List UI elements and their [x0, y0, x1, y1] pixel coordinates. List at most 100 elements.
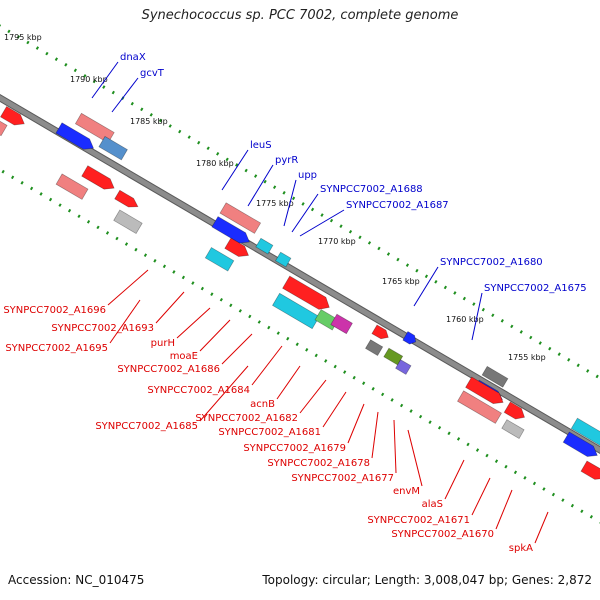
forward-gene-label: gcvT [140, 68, 165, 79]
forward-leader [291, 193, 319, 233]
reverse-gene-label: moaE [170, 351, 198, 362]
reverse-gene-label: SYNPCC7002_A1693 [51, 323, 154, 334]
reverse-leader [299, 379, 327, 414]
reverse-leader [199, 365, 249, 422]
reverse-gene-label: alaS [422, 499, 443, 510]
reverse-gene-label: SYNPCC7002_A1681 [218, 427, 321, 438]
reverse-gene-label: SYNPCC7002_A1678 [267, 458, 370, 469]
accession-text: Accession: NC_010475 [8, 573, 145, 587]
tick-label: 1780 kbp [196, 159, 234, 168]
tick-label: 1760 kbp [446, 315, 484, 324]
reverse-gene-label: envM [393, 486, 420, 497]
reverse-leader [495, 489, 513, 530]
reverse-gene-label: acnB [250, 399, 275, 410]
gene-block-21 [282, 275, 330, 310]
forward-leader [413, 266, 439, 307]
forward-leader [91, 61, 119, 99]
dotted-guide-lower [0, 168, 600, 524]
reverse-leader [107, 269, 149, 306]
tick-label: 1755 kbp [508, 353, 546, 362]
reverse-leader [109, 299, 141, 344]
gene-block-9 [481, 365, 509, 388]
gene-block-3 [55, 122, 95, 150]
reverse-leader [444, 459, 465, 500]
reverse-gene-label: SYNPCC7002_A1696 [3, 305, 106, 316]
gene-block-22 [272, 292, 320, 330]
map-title: Synechococcus sp. PCC 7002, complete gen… [141, 8, 459, 23]
reverse-leader [322, 391, 347, 428]
gene-block-33 [580, 460, 600, 480]
gene-block-31 [503, 401, 525, 420]
gene-block-7 [275, 251, 292, 268]
forward-leader [299, 209, 345, 237]
tick-label: 1795 kbp [4, 33, 42, 42]
reverse-leader [155, 291, 185, 324]
gene-block-11 [570, 417, 600, 446]
backbone [0, 95, 600, 453]
gene-block-26 [365, 339, 384, 356]
forward-leader [283, 179, 297, 227]
forward-leader [471, 292, 483, 341]
tick-label: 1790 kbp [70, 75, 108, 84]
gene-block-25 [371, 324, 389, 340]
gene-block-5 [211, 216, 250, 244]
gene-block-8 [402, 331, 417, 345]
tick-label: 1775 kbp [256, 199, 294, 208]
forward-gene-label: dnaX [120, 52, 146, 63]
reverse-leader [251, 345, 283, 386]
gene-block-6 [255, 237, 274, 255]
reverse-gene-label: purH [151, 338, 175, 349]
reverse-gene-label: SYNPCC7002_A1679 [243, 443, 346, 454]
gene-block-4 [219, 202, 262, 234]
reverse-leader [471, 477, 491, 516]
gene-block-30 [457, 390, 502, 424]
reverse-leader [371, 411, 379, 459]
reverse-gene-label: SYNPCC7002_A1670 [391, 529, 494, 540]
reverse-gene-label: SYNPCC7002_A1684 [147, 385, 250, 396]
gene-block-14 [0, 120, 8, 137]
reverse-gene-label: SYNPCC7002_A1695 [5, 343, 108, 354]
gene-block-20 [204, 247, 235, 272]
reverse-leader [199, 319, 231, 352]
gene-block-24 [330, 313, 353, 335]
reverse-gene-label: SYNPCC7002_A1686 [117, 364, 220, 375]
forward-leader [111, 77, 139, 113]
forward-gene-label: SYNPCC7002_A1687 [346, 200, 449, 211]
reverse-leader [221, 333, 253, 365]
reverse-gene-label: spkA [509, 543, 533, 554]
forward-gene-label: SYNPCC7002_A1680 [440, 257, 543, 268]
tick-label: 1765 kbp [382, 277, 420, 286]
reverse-gene-label: SYNPCC7002_A1682 [195, 413, 298, 424]
gene-block-12 [562, 431, 598, 457]
forward-leader [247, 164, 274, 207]
gene-block-2 [98, 135, 128, 161]
forward-gene-label: leuS [250, 140, 272, 151]
gene-block-29 [465, 376, 504, 404]
forward-gene-label: SYNPCC7002_A1675 [484, 283, 587, 294]
genome-summary-text: Topology: circular; Length: 3,008,047 bp… [262, 573, 592, 587]
forward-gene-label: SYNPCC7002_A1688 [320, 184, 423, 195]
reverse-gene-label: SYNPCC7002_A1677 [291, 473, 394, 484]
reverse-leader [176, 307, 211, 339]
gene-block-32 [501, 419, 525, 439]
gene-block-16 [55, 173, 89, 200]
forward-gene-label: pyrR [275, 155, 298, 166]
tick-label: 1785 kbp [130, 117, 168, 126]
forward-gene-label: upp [298, 170, 317, 181]
gene-block-18 [113, 209, 143, 234]
gene-block-15 [81, 165, 115, 190]
dotted-guide-upper [0, 24, 600, 380]
tick-label: 1770 kbp [318, 237, 356, 246]
gene-block-19 [224, 237, 250, 257]
reverse-leader [347, 403, 365, 444]
reverse-leader [393, 419, 397, 474]
reverse-leader [534, 511, 549, 544]
reverse-leader [276, 365, 301, 400]
reverse-gene-label: SYNPCC7002_A1671 [367, 515, 470, 526]
reverse-gene-label: SYNPCC7002_A1685 [95, 421, 198, 432]
gene-block-13 [0, 106, 25, 126]
gene-block-28 [395, 359, 412, 375]
forward-leader [221, 149, 249, 191]
gene-block-17 [114, 189, 139, 208]
